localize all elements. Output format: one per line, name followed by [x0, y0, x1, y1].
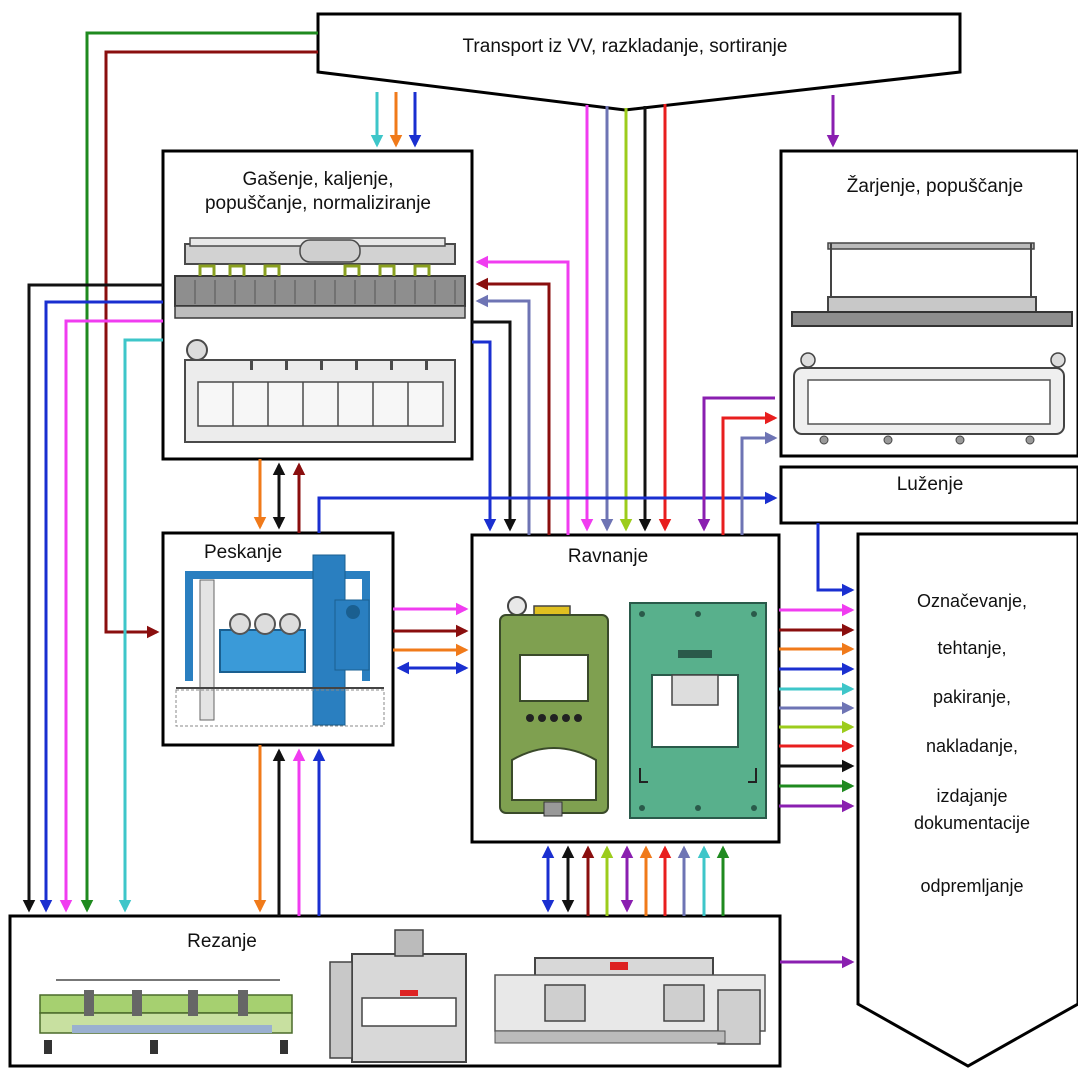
oznacevanje-line7: odpremljanje [920, 876, 1023, 896]
edge-zarjenje-ravnanje-purple [697, 396, 775, 532]
oznacevanje-line1: Označevanje, [917, 591, 1027, 611]
edge-luzenje-oznacevanje-blue [816, 523, 855, 597]
transport-label: Transport iz VV, razkladanje, sortiranje [463, 36, 788, 57]
peskanje-label: Peskanje [204, 542, 282, 563]
normalizing-furnace-illustration [184, 339, 456, 443]
oznacevanje-node [856, 532, 1078, 1068]
annealing-furnace-illustration [791, 242, 1073, 445]
oznacevanje-line5: izdajanje [936, 786, 1007, 806]
edge-ravnanje-gasenje-slate [475, 294, 531, 535]
luzenje-node [779, 465, 1078, 525]
flow-arrows [22, 31, 855, 969]
edge-ravnanje-zarjenje-red [721, 411, 778, 535]
zarjenje-label: Žarjenje, popuščanje [847, 175, 1023, 197]
shear-press-illustration [329, 929, 467, 1063]
straightening-press-panel-illustration [629, 602, 767, 819]
oznacevanje-line2: tehtanje, [937, 638, 1006, 658]
straightening-machine-illustration [499, 596, 609, 817]
edge-gasenje-rezanje-blue [39, 300, 163, 913]
edge-gasenje-ravnanje-blue [472, 340, 497, 532]
edge-transport-rezanje-green [80, 31, 318, 913]
edge-ravnanje-zarjenje-slate [740, 431, 778, 535]
edge-gasenje-rezanje-black [22, 283, 163, 913]
gasenje-label-line2: popuščanje, normaliziranje [205, 193, 431, 214]
oznacevanje-line3: pakiranje, [933, 687, 1011, 707]
oznacevanje-line4: nakladanje, [926, 736, 1018, 756]
rezanje-label: Rezanje [187, 931, 257, 952]
edge-peskanje-luzenje-blue [317, 491, 778, 533]
oznacevanje-line6: dokumentacije [914, 813, 1030, 833]
flying-shear-illustration [494, 957, 766, 1045]
transport-node [316, 12, 962, 112]
edge-ravnanje-gasenje-magenta [475, 255, 570, 535]
shot-blasting-machine-illustration [175, 554, 385, 727]
cutting-line-illustration [39, 979, 293, 1054]
quench-furnace-illustration [174, 237, 466, 319]
edge-gasenje-rezanje-magenta [59, 319, 163, 913]
edge-transport-peskanje-darkred [104, 50, 318, 639]
edge-gasenje-rezanje-cyan [118, 338, 163, 913]
edge-ravnanje-gasenje-darkred [475, 277, 551, 535]
gasenje-label-line1: Gašenje, kaljenje, [242, 169, 393, 190]
edge-gasenje-ravnanje-black [472, 320, 517, 532]
ravnanje-label: Ravnanje [568, 546, 648, 567]
luzenje-label: Luženje [897, 474, 964, 495]
